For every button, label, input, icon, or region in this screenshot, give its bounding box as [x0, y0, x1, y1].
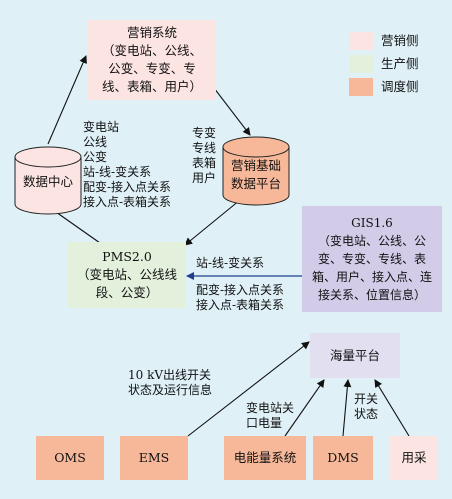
dms-node: DMS [313, 436, 373, 480]
gis-to-pms-label-bottom: 配变-接入点关系 接入点-表箱关系 [196, 283, 285, 312]
legend-swatch-dispatch [349, 78, 373, 96]
dc-data-label: 变电站 公线 公变 站-线-变关系 配变-接入点关系 接入点-表箱关系 [83, 120, 172, 209]
marketing-platform-node: 营销基础 数据平台 [230, 158, 281, 191]
arrow-energy-to-mass [284, 379, 325, 437]
mass-platform-node: 海量平台 [310, 333, 400, 378]
legend-label-production: 生产侧 [381, 56, 419, 71]
marketing-system-node: 营销系统 （变电站、公线、 公变、专变、专 线、表箱、用户） [88, 20, 216, 100]
energy-to-mass-label: 变电站关 口电量 [246, 401, 295, 430]
arrow-dc-to-marketing [47, 55, 87, 145]
legend-swatch-production [349, 55, 373, 73]
platform-data-label: 专变 专线 表箱 用户 [192, 126, 217, 185]
legend-swatch-marketing [349, 32, 373, 50]
yongcai-node: 用采 [390, 436, 438, 480]
data-center-node: 数据中心 [22, 174, 73, 189]
pms-node: PMS2.0 （变电站、公线线 段、公变） [68, 242, 186, 308]
dms-to-mass-label: 开关 状态 [354, 392, 379, 421]
marketing-platform-cylinder [222, 136, 290, 206]
gis-node: GIS1.6 （变电站、公线、公 变、专变、专线、表 箱、用户、接入点、连 接关… [302, 206, 442, 312]
legend-label-dispatch: 调度侧 [381, 79, 419, 94]
oms-node: OMS [36, 436, 104, 480]
gis-to-pms-label-top: 站-线-变关系 [196, 256, 265, 270]
arrow-ems-to-mass [187, 341, 310, 437]
arrow-dms-to-mass [342, 379, 352, 437]
arrow-yongcai-to-mass [374, 379, 410, 437]
data-center-cylinder [14, 146, 82, 215]
arrow-marketing-to-platform [213, 87, 251, 136]
energy-system-node: 电能量系统 [224, 436, 306, 480]
ems-to-mass-label: 10 kV出线开关 状态及运行信息 [128, 368, 213, 397]
legend-label-marketing: 营销侧 [381, 33, 419, 48]
arrow-platform-to-pms [184, 199, 241, 246]
ems-node: EMS [120, 436, 188, 480]
